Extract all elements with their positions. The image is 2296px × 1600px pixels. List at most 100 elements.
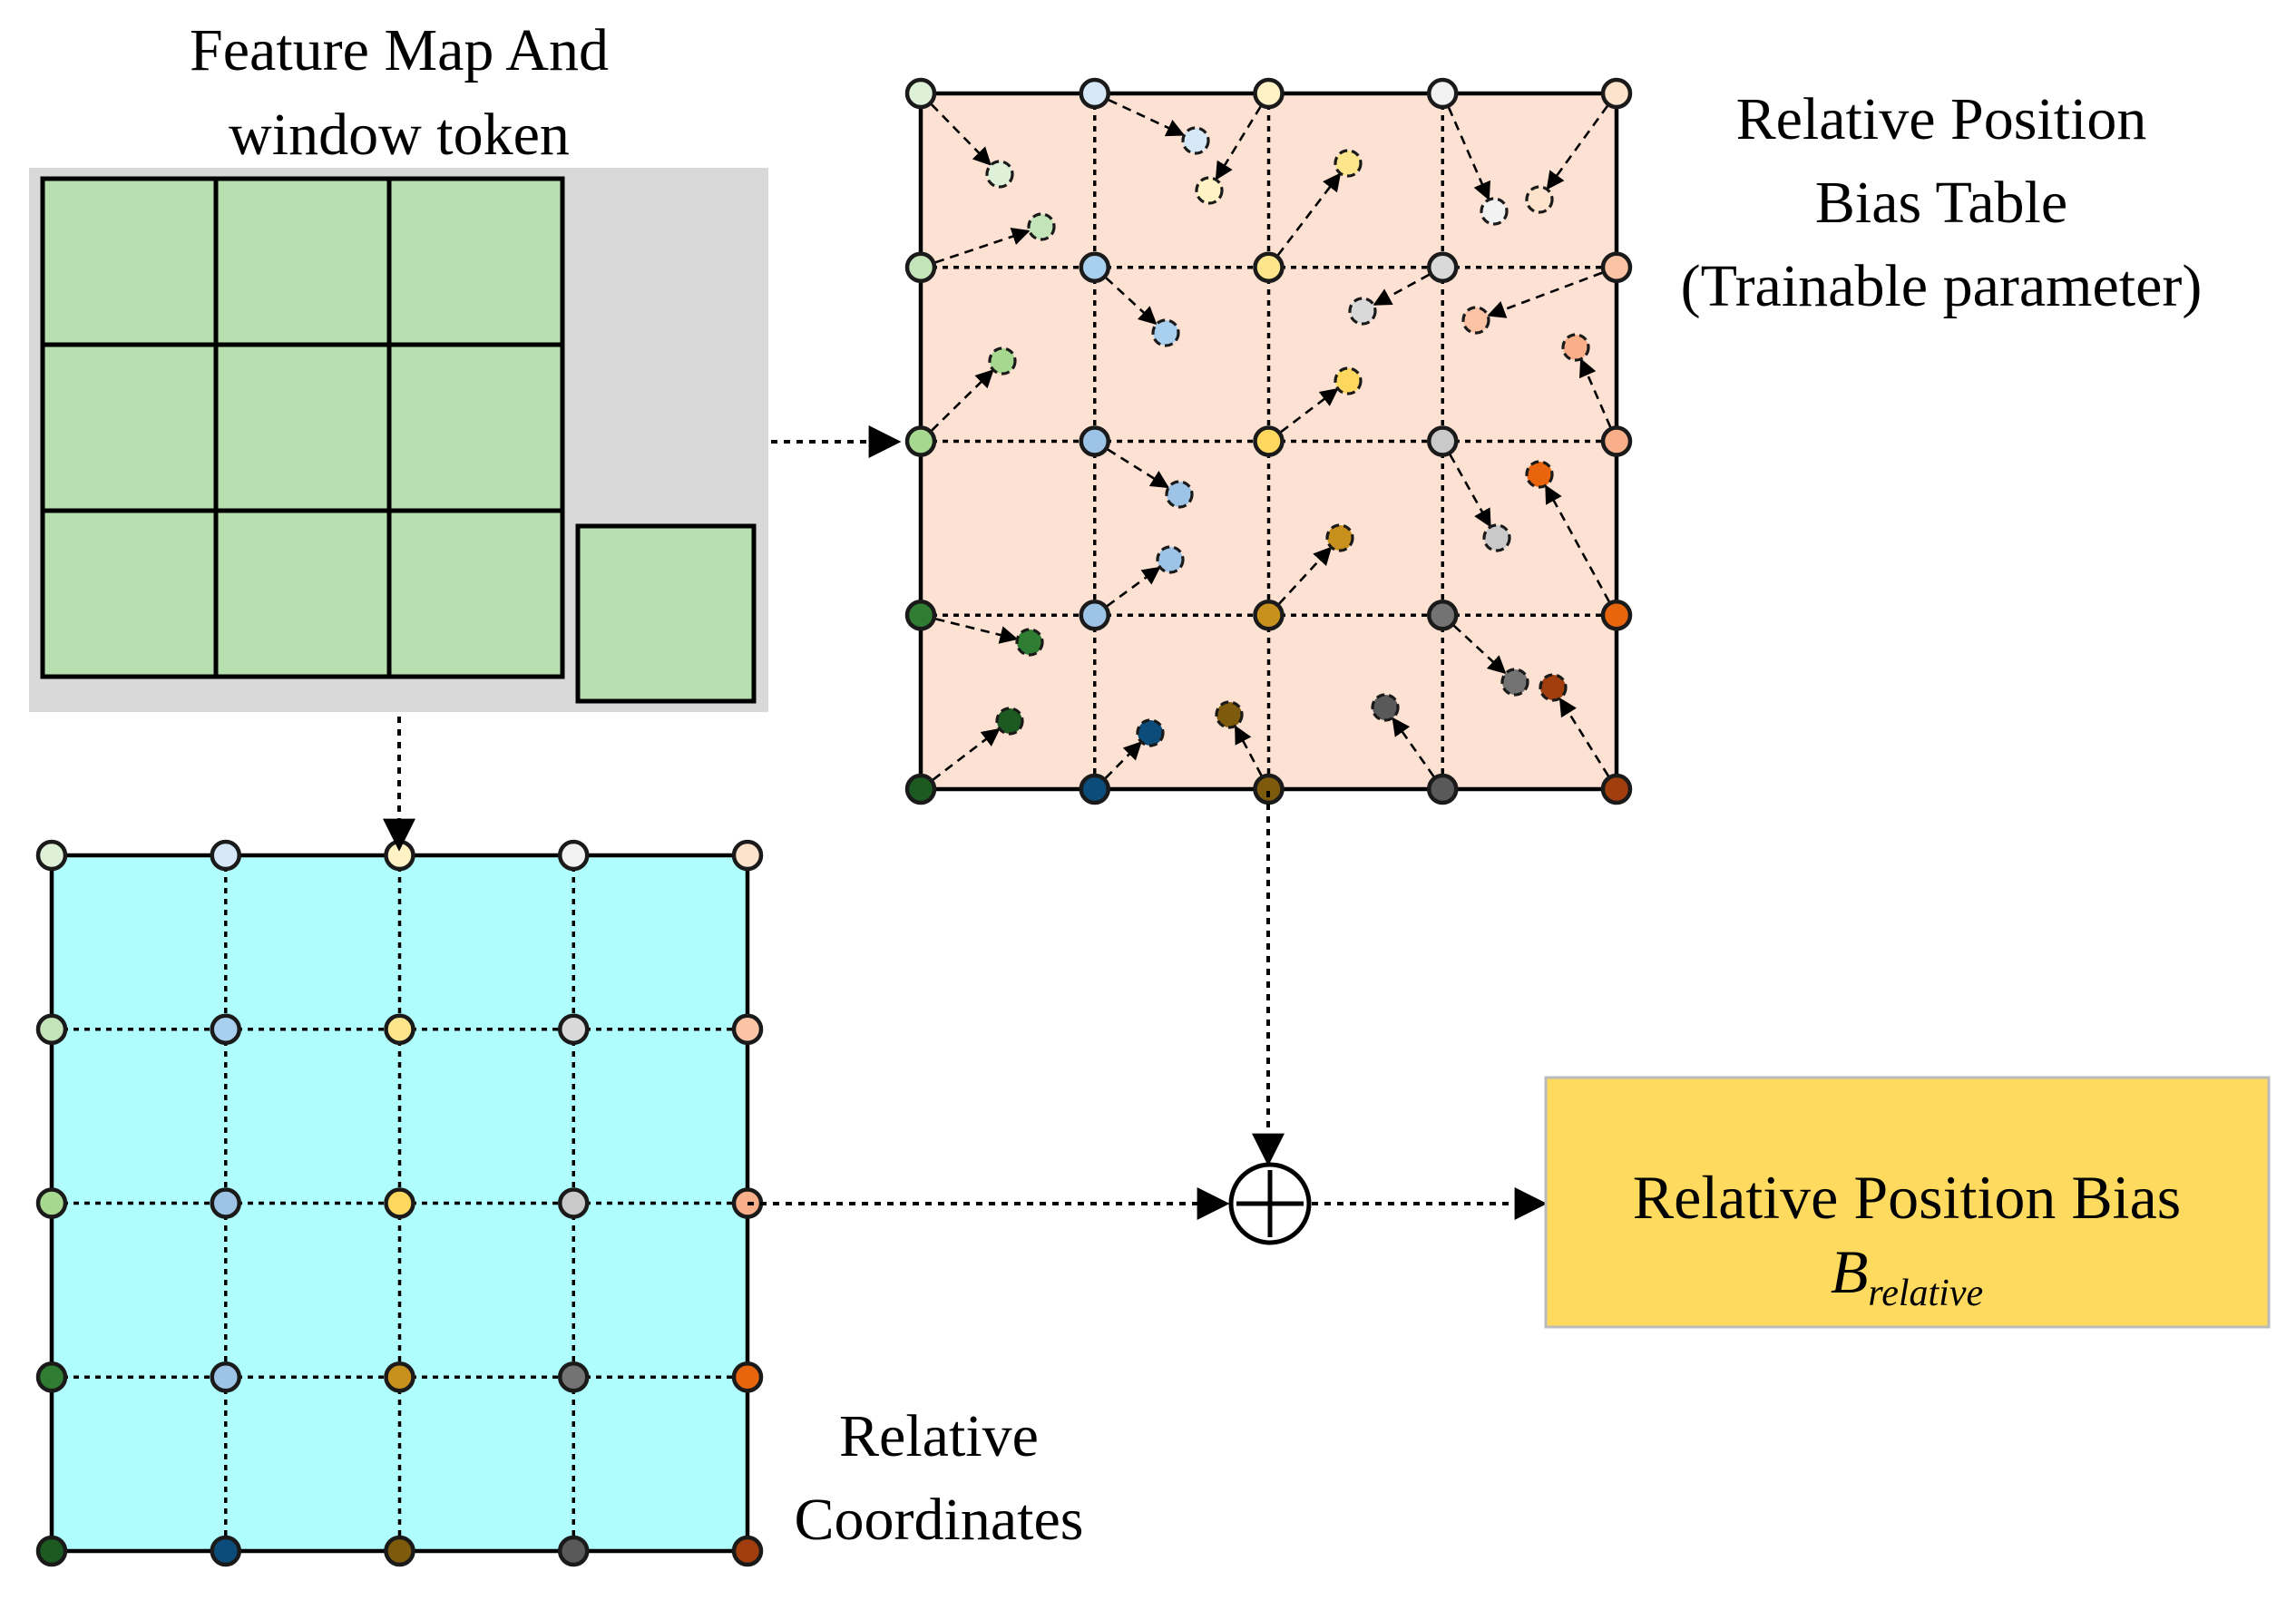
shifted-node bbox=[1215, 700, 1244, 729]
offset-arrow bbox=[1545, 484, 1610, 602]
shifted-node bbox=[1461, 306, 1490, 335]
grid-node bbox=[904, 425, 937, 457]
bias-table-gridlines bbox=[921, 93, 1617, 789]
grid-node bbox=[558, 1187, 590, 1219]
bias-table-label-line2: Bias Table bbox=[1815, 170, 2067, 236]
grid-node bbox=[1427, 600, 1459, 631]
grid-node bbox=[1253, 425, 1285, 457]
offset-arrow bbox=[1452, 624, 1507, 675]
grid-node bbox=[1253, 773, 1285, 805]
grid-node bbox=[1079, 77, 1110, 110]
bias-table-label-line3: (Trainable parameter) bbox=[1681, 253, 2203, 319]
grid-node bbox=[1427, 77, 1459, 110]
flow-connectors bbox=[383, 425, 1548, 1220]
offset-arrow bbox=[1105, 277, 1158, 326]
grid-node bbox=[558, 1013, 590, 1045]
window-token-cell bbox=[386, 176, 565, 347]
shifted-node bbox=[1181, 126, 1210, 155]
grid-node bbox=[35, 1535, 68, 1567]
grid-node bbox=[1600, 77, 1633, 110]
output-box: Relative Position Bias Brelative bbox=[1544, 1076, 2271, 1329]
grid-node bbox=[1079, 600, 1110, 631]
offset-arrow bbox=[1447, 107, 1490, 201]
grid-node bbox=[1079, 251, 1110, 283]
labels: Feature Map And window token Relative Po… bbox=[190, 17, 2202, 1553]
shifted-node bbox=[1371, 693, 1400, 722]
grid-node bbox=[1427, 425, 1459, 457]
bias-table-offset-arrows bbox=[930, 99, 1612, 781]
offset-arrow bbox=[1278, 546, 1333, 605]
shifted-node bbox=[1334, 149, 1363, 178]
grid-node bbox=[558, 1361, 590, 1393]
grid-node bbox=[35, 1361, 68, 1393]
offset-arrow bbox=[935, 618, 1019, 644]
offset-arrow bbox=[1578, 357, 1612, 428]
grid-node bbox=[731, 1535, 764, 1567]
grid-node bbox=[210, 839, 241, 872]
shifted-node bbox=[1561, 333, 1590, 362]
grid-node bbox=[1427, 773, 1459, 805]
offset-arrow bbox=[1449, 454, 1491, 528]
window-token-cell bbox=[213, 508, 392, 679]
bias-table-nodes bbox=[904, 77, 1633, 805]
window-token-cell bbox=[213, 176, 392, 347]
bias-table-panel bbox=[904, 77, 1633, 805]
shifted-node bbox=[1539, 673, 1568, 702]
offset-arrow bbox=[934, 228, 1031, 264]
offset-arrow bbox=[1107, 448, 1169, 489]
grid-node bbox=[558, 839, 590, 872]
grid-node bbox=[384, 1187, 415, 1219]
offset-arrow bbox=[1373, 273, 1430, 306]
window-token-cell bbox=[40, 176, 219, 347]
output-subscript: relative bbox=[1868, 1273, 1983, 1314]
offset-arrow bbox=[1392, 717, 1435, 777]
relative-coordinates-nodes bbox=[35, 839, 764, 1567]
grid-node bbox=[1600, 773, 1633, 805]
output-box-background bbox=[1544, 1076, 2271, 1329]
bias-table-shifted-nodes bbox=[985, 126, 1590, 747]
shifted-node bbox=[1165, 480, 1194, 509]
output-formula: Brelative bbox=[1831, 1237, 1983, 1314]
grid-node bbox=[904, 773, 937, 805]
shifted-node bbox=[1334, 366, 1363, 395]
grid-node bbox=[210, 1535, 241, 1567]
window-token-cell bbox=[386, 342, 565, 513]
offset-arrow bbox=[1106, 566, 1161, 608]
offset-arrow bbox=[1487, 271, 1603, 318]
offset-arrow bbox=[1104, 741, 1142, 779]
shifted-node bbox=[1525, 185, 1554, 214]
window-token-cell bbox=[213, 342, 392, 513]
offset-arrow bbox=[932, 727, 1001, 781]
shifted-node bbox=[1015, 628, 1044, 657]
shifted-node bbox=[1195, 176, 1224, 205]
grid-node bbox=[35, 1187, 68, 1219]
offset-arrow bbox=[1215, 105, 1262, 180]
shifted-node bbox=[1525, 460, 1554, 489]
relative-coordinates-label-line1: Relative bbox=[839, 1403, 1039, 1469]
grid-node bbox=[210, 1187, 241, 1219]
grid-node bbox=[1427, 251, 1459, 283]
shifted-node bbox=[1156, 545, 1185, 574]
shifted-node bbox=[988, 346, 1017, 376]
output-symbol: B bbox=[1831, 1237, 1869, 1306]
window-token-cell bbox=[40, 342, 219, 513]
grid-node bbox=[210, 1361, 241, 1393]
feature-map-panel bbox=[29, 168, 768, 712]
grid-node bbox=[1600, 600, 1633, 631]
feature-map-label-line2: window token bbox=[229, 102, 570, 168]
grid-node bbox=[1253, 600, 1285, 631]
shifted-node bbox=[995, 707, 1024, 736]
grid-node bbox=[35, 839, 68, 872]
shifted-node bbox=[1348, 297, 1377, 326]
relative-coordinates-panel bbox=[35, 839, 764, 1567]
grid-node bbox=[1253, 77, 1285, 110]
shifted-node bbox=[1500, 668, 1529, 697]
grid-node bbox=[731, 1013, 764, 1045]
grid-node bbox=[731, 839, 764, 872]
feature-map-label-line1: Feature Map And bbox=[190, 17, 609, 83]
grid-node bbox=[1253, 251, 1285, 283]
shifted-node bbox=[985, 160, 1014, 189]
window-token-cell bbox=[40, 508, 219, 679]
